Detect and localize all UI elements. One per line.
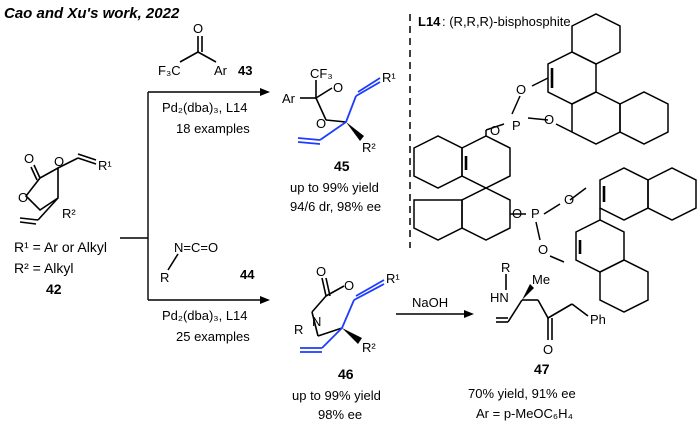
atom-O-carbonyl-42: O xyxy=(24,151,34,166)
atom-R2-45: R² xyxy=(362,140,376,155)
page-title: Cao and Xu's work, 2022 xyxy=(4,5,180,22)
atom-O-45b: O xyxy=(316,116,326,131)
branch-lines xyxy=(120,92,149,300)
compound-number-47: 47 xyxy=(534,361,550,377)
top-arrow xyxy=(148,88,270,96)
product-46-structure xyxy=(311,277,345,337)
naoh-arrow xyxy=(396,310,474,318)
atom-O-46-ring: O xyxy=(344,278,354,293)
product-45-highlight xyxy=(297,77,381,145)
reagent-44-structure xyxy=(167,253,179,271)
ligand-l14-structure xyxy=(413,13,697,313)
reagent-43-structure xyxy=(179,36,217,63)
atom-O-ring-42a: O xyxy=(54,154,64,169)
atom-R1-42: R¹ xyxy=(98,158,112,173)
atom-R2-42: R² xyxy=(62,206,76,221)
atom-R2-46: R² xyxy=(362,340,376,355)
atom-Ar-45: Ar xyxy=(282,91,296,106)
atom-F3C-43: F₃C xyxy=(158,63,181,78)
compound-number-45: 45 xyxy=(334,158,350,174)
yield-46: up to 99% yield xyxy=(292,388,381,403)
yield-45: up to 99% yield xyxy=(290,180,379,195)
wedge-bond-45 xyxy=(346,122,364,141)
atom-O-ligand-1: O xyxy=(516,82,526,97)
compound-number-42: 42 xyxy=(46,281,62,297)
atom-O-ligand-3: O xyxy=(490,123,500,138)
catalyst-bottom: Pd₂(dba)₃, L14 xyxy=(162,308,248,323)
atom-CF3-45: CF₃ xyxy=(310,66,333,81)
atom-P-ligand-top: P xyxy=(512,118,521,133)
atom-R-47: R xyxy=(501,260,510,275)
ligand-label: L14 xyxy=(418,14,441,29)
atom-HN-47: HN xyxy=(490,290,509,305)
atom-Ph-47: Ph xyxy=(590,312,606,327)
selectivity-46: 98% ee xyxy=(318,407,362,422)
atom-O-ligand-6: O xyxy=(538,242,548,257)
ar-definition: Ar = p-MeOC₆H₄ xyxy=(476,406,573,421)
atom-O-ligand-5: O xyxy=(564,192,574,207)
product-47-structure xyxy=(496,274,589,340)
atom-R1-45: R¹ xyxy=(382,70,396,85)
atom-R1-46: R¹ xyxy=(386,271,400,286)
reactant-42-structure xyxy=(19,153,97,225)
ligand-descriptor: : (R,R,R)-bisphosphite xyxy=(442,14,571,29)
atom-O-47: O xyxy=(543,342,553,357)
catalyst-top: Pd₂(dba)₃, L14 xyxy=(162,100,248,115)
compound-number-44: 44 xyxy=(240,267,255,282)
atom-O-46-carbonyl: O xyxy=(316,264,326,279)
atom-N-46: N xyxy=(312,314,321,329)
atom-O-ligand-4: O xyxy=(512,206,522,221)
examples-bottom: 25 examples xyxy=(176,329,250,344)
atom-O-45a: O xyxy=(333,80,343,95)
wedge-bond-46 xyxy=(342,328,362,344)
yield-47: 70% yield, 91% ee xyxy=(468,386,576,401)
atom-P-ligand-bottom: P xyxy=(531,206,540,221)
product-45-structure xyxy=(300,80,347,123)
r2-definition: R² = Alkyl xyxy=(14,260,74,276)
compound-number-46: 46 xyxy=(338,366,354,382)
r1-definition: R¹ = Ar or Alkyl xyxy=(14,239,107,255)
atom-R-46: R xyxy=(294,322,303,337)
atom-Me-47: Me xyxy=(532,272,550,287)
atom-Ar-43: Ar xyxy=(214,63,228,78)
atom-O-ring-42b: O xyxy=(18,190,28,205)
product-46-highlight xyxy=(300,279,385,353)
selectivity-45: 94/6 dr, 98% ee xyxy=(290,199,381,214)
examples-top: 18 examples xyxy=(176,121,250,136)
wedge-bond-47 xyxy=(522,284,534,300)
reagent-naoh: NaOH xyxy=(412,295,448,310)
atom-NCO-44: N=C=O xyxy=(174,240,218,255)
atom-O-ligand-2: O xyxy=(544,112,554,127)
compound-number-43: 43 xyxy=(238,63,252,78)
bottom-arrow xyxy=(148,296,270,304)
atom-O-43: O xyxy=(193,21,203,36)
atom-R-44: R xyxy=(160,270,169,285)
